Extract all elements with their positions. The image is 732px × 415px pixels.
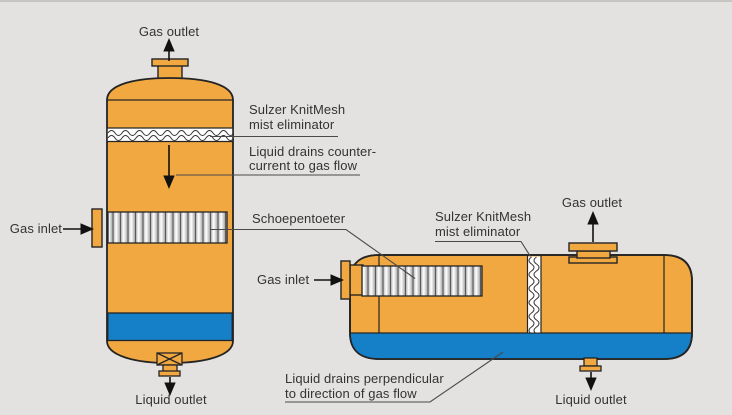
horizontal-liquid-drain-label-line2: to direction of gas flow bbox=[285, 386, 417, 401]
vertical-schoepentoeter-vanes bbox=[107, 211, 228, 244]
horizontal-gas-outlet-arrow-icon bbox=[587, 211, 599, 242]
schoepentoeter-leader-line bbox=[210, 228, 416, 279]
horizontal-gas-outlet-nozzle bbox=[568, 242, 618, 264]
horizontal-schoepentoeter-vanes bbox=[361, 265, 483, 297]
vertical-gas-inlet-flange bbox=[91, 208, 103, 248]
vertical-gas-outlet-arrow-icon bbox=[163, 38, 175, 61]
vertical-gas-inlet-arrow-icon bbox=[63, 223, 94, 235]
horizontal-mist-eliminator bbox=[526, 256, 542, 333]
counter-current-flow-arrow-icon bbox=[163, 145, 175, 189]
horizontal-mist-eliminator-label: Sulzer KnitMesh mist eliminator bbox=[435, 209, 531, 239]
horizontal-liquid-outlet-nozzle bbox=[579, 357, 602, 372]
horizontal-liquid-drain-label: Liquid drains perpendicular to direction… bbox=[285, 371, 444, 401]
vertical-mist-eliminator-label: Sulzer KnitMesh mist eliminator bbox=[249, 102, 345, 132]
vertical-gas-outlet-label: Gas outlet bbox=[138, 24, 200, 39]
vertical-gas-inlet-label: Gas inlet bbox=[9, 221, 62, 236]
horizontal-gas-inlet-arrow-icon bbox=[314, 274, 344, 286]
vertical-mist-eliminator-label-line1: Sulzer KnitMesh bbox=[249, 102, 346, 117]
horizontal-vessel-liquid bbox=[350, 333, 692, 359]
horizontal-gas-inlet-nozzle bbox=[340, 260, 364, 300]
horizontal-gas-inlet-label: Gas inlet bbox=[257, 272, 310, 287]
horizontal-mist-eliminator-label-line2: mist eliminator bbox=[435, 224, 521, 239]
horizontal-gas-outlet-label: Gas outlet bbox=[561, 195, 623, 210]
vertical-gas-outlet-nozzle bbox=[151, 58, 189, 80]
vertical-drain-valve bbox=[156, 352, 183, 377]
vertical-vessel-liquid bbox=[107, 312, 233, 342]
vertical-vessel bbox=[63, 38, 234, 396]
vertical-liquid-drain-label-line2: current to gas flow bbox=[249, 158, 358, 173]
horizontal-mist-eliminator-label-line1: Sulzer KnitMesh bbox=[435, 209, 532, 224]
vertical-liquid-outlet-label: Liquid outlet bbox=[135, 392, 207, 407]
horizontal-vessel bbox=[314, 211, 693, 391]
horizontal-liquid-outlet-arrow-icon bbox=[585, 372, 597, 391]
vertical-mist-eliminator bbox=[107, 127, 233, 143]
schoepentoeter-label: Schoepentoeter bbox=[252, 211, 346, 226]
vertical-mist-eliminator-label-line2: mist eliminator bbox=[249, 117, 335, 132]
mist-eliminator-leader-line-horizontal bbox=[435, 240, 531, 257]
horizontal-liquid-drain-label-line1: Liquid drains perpendicular bbox=[285, 371, 444, 386]
vertical-liquid-drain-label: Liquid drains counter- current to gas fl… bbox=[249, 145, 376, 173]
top-edge-strip bbox=[0, 0, 732, 2]
vertical-liquid-drain-label-line1: Liquid drains counter- bbox=[249, 144, 377, 159]
vertical-liquid-outlet-arrow-icon bbox=[164, 377, 176, 396]
liquid-drain-leader-line-horizontal bbox=[285, 351, 504, 403]
horizontal-liquid-outlet-label: Liquid outlet bbox=[555, 392, 627, 407]
